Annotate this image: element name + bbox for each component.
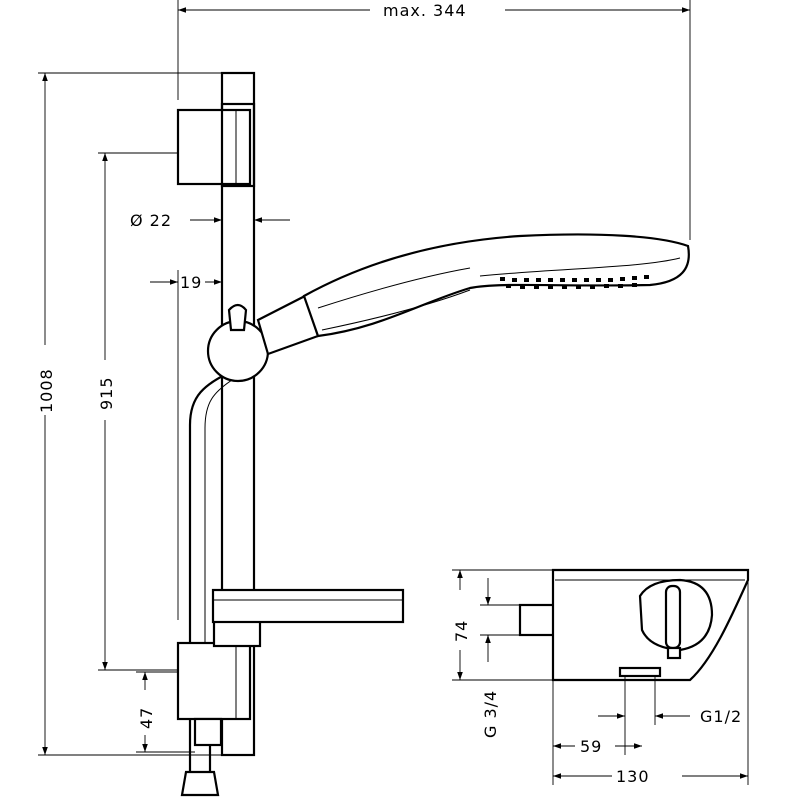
thermostat-width-label: 130 [616,767,650,786]
bottom-offset-label: 47 [137,707,156,729]
max-reach-label: max. 344 [383,1,467,20]
spray-nozzles [500,275,649,289]
rod-diameter-label: Ø 22 [130,211,172,230]
hose-connector [180,770,220,797]
upper-wall-holder [176,108,252,186]
wall-offset-label: 19 [180,273,202,292]
thermostat-height-label: 74 [452,620,471,642]
dimension-lines [38,0,749,785]
thermostat [518,568,750,682]
total-height-label: 1008 [37,368,56,413]
inlet-thread-left-label: G 3/4 [481,690,500,738]
lower-wall-holder [176,641,252,721]
shower-rail-assembly [176,71,690,797]
shower-shelf [211,588,405,624]
slider-knob [227,303,248,332]
inlet-thread-right-label: G1/2 [700,707,742,726]
handshower [256,233,690,356]
outlet-offset-label: 59 [580,737,602,756]
holder-spacing-label: 915 [97,376,116,410]
